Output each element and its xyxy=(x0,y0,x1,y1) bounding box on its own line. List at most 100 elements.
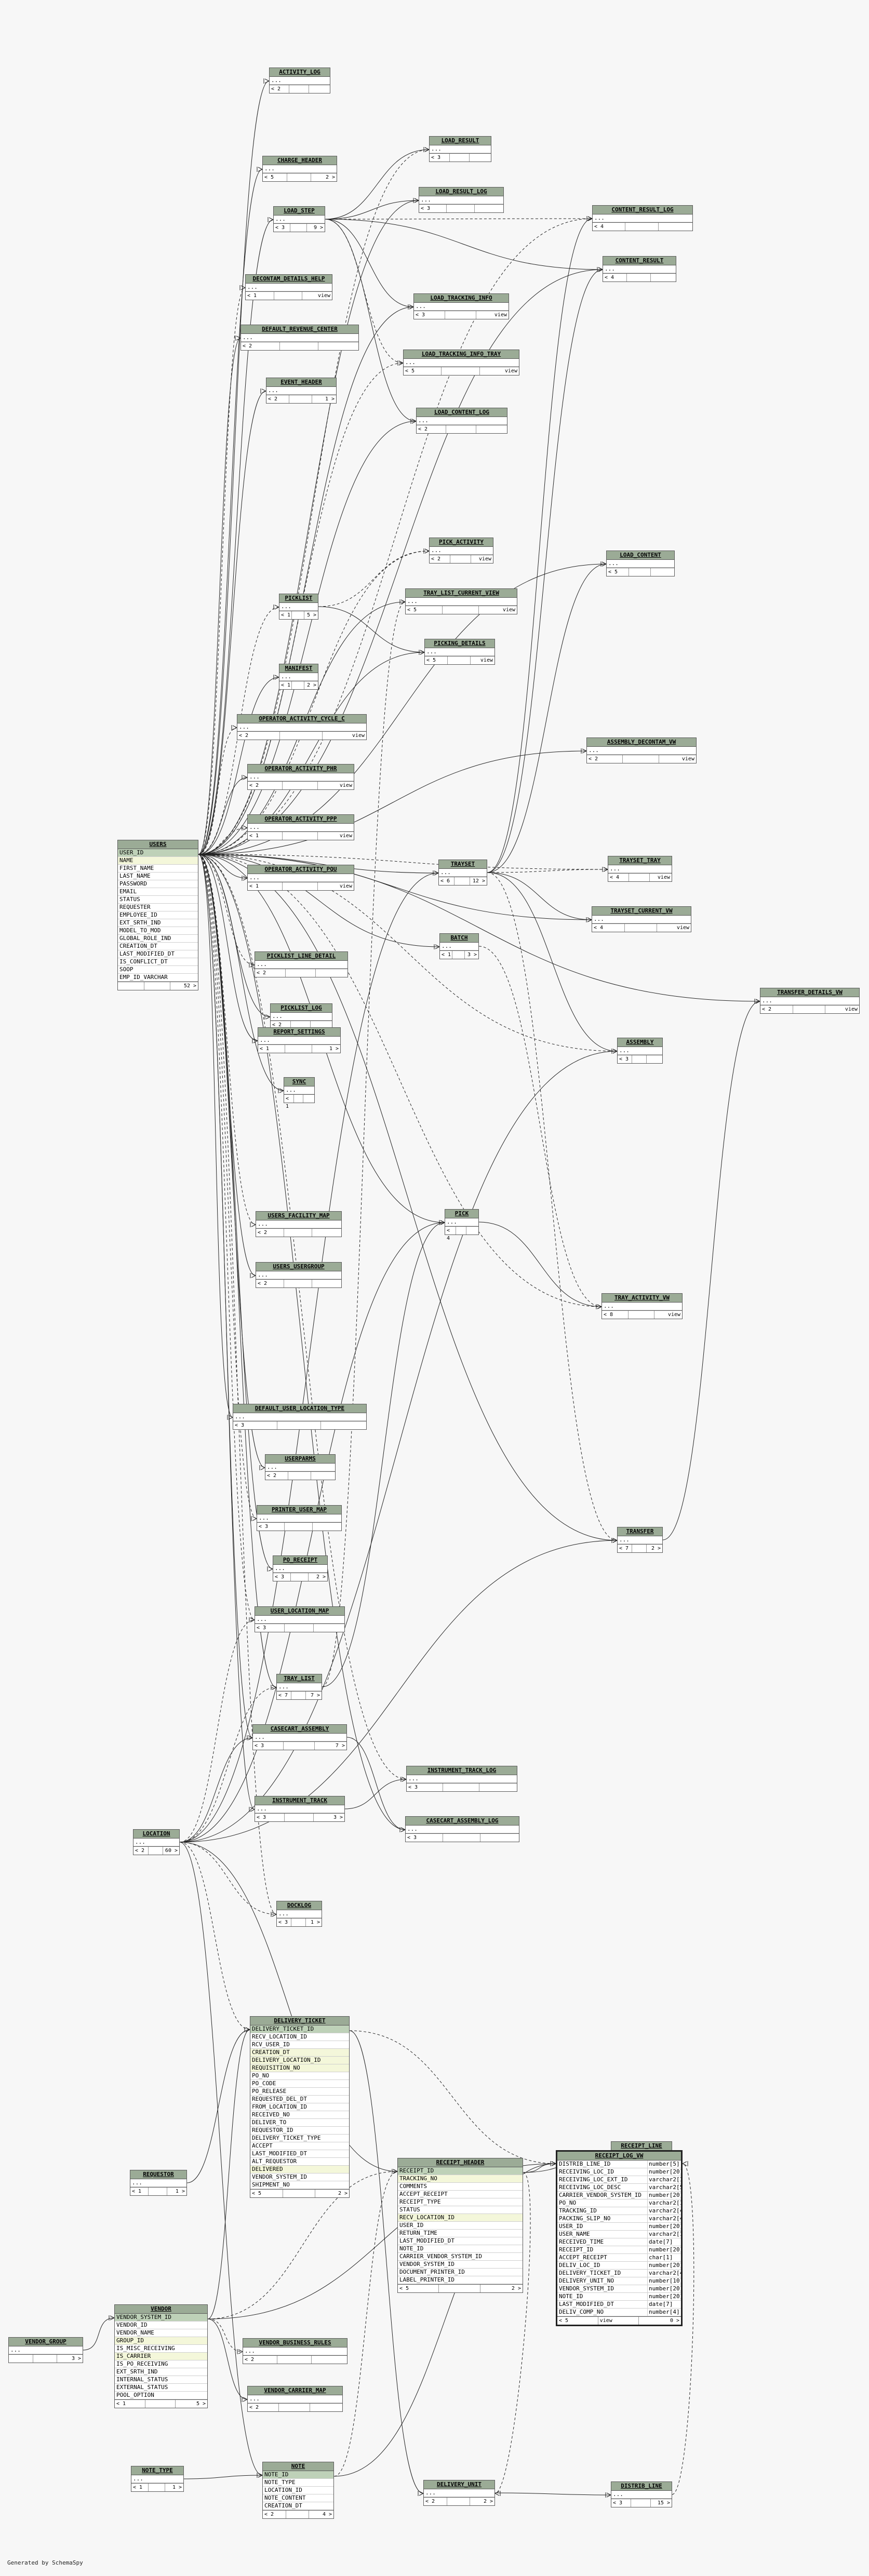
table-vendor-business-rules[interactable]: VENDOR_BUSINESS_RULES...< 2 xyxy=(243,2338,347,2364)
table-default-revenue-center[interactable]: DEFAULT_REVENUE_CENTER...< 2 xyxy=(240,325,359,351)
table-title: LOCATION xyxy=(133,1830,179,1839)
table-title: PICKLIST_LINE_DETAIL xyxy=(255,952,347,961)
table-title-text: TRAYSET xyxy=(450,861,475,867)
table-vendor-carrier-map[interactable]: VENDOR_CARRIER_MAP...< 2 xyxy=(247,2386,343,2412)
table-user-location-map[interactable]: USER_LOCATION_MAP...< 3 xyxy=(255,1606,345,1632)
table-default-user-location-type[interactable]: DEFAULT_USER_LOCATION_TYPE...< 3 xyxy=(233,1404,367,1430)
table-title-text: TRANSFER xyxy=(626,1528,654,1535)
table-kind xyxy=(447,2498,471,2505)
column-row: LOCATION_ID xyxy=(263,2487,333,2494)
collapsed-columns: ... xyxy=(256,1271,341,1279)
table-title-text: BATCH xyxy=(450,934,468,941)
parent-count: < 2 xyxy=(241,342,280,350)
table-casecart-assembly-log[interactable]: CASECART_ASSEMBLY_LOG...< 3 xyxy=(405,1816,519,1842)
table-activity-log[interactable]: ACTIVITY_LOG...< 2 xyxy=(269,68,330,93)
collapsed-columns: ... xyxy=(133,1839,179,1846)
collapsed-columns: ... xyxy=(419,196,503,204)
table-vendor-group[interactable]: VENDOR_GROUP...3 > xyxy=(8,2337,83,2363)
table-picklist-line-detail[interactable]: PICKLIST_LINE_DETAIL...< 2 xyxy=(255,951,348,977)
table-title-text: TRAY_ACTIVITY_VW xyxy=(614,1294,670,1301)
collapsed-columns: ... xyxy=(246,284,332,291)
column-row: DOCUMENT_PRINTER_ID xyxy=(398,2269,523,2276)
child-count xyxy=(651,274,676,281)
table-title: LOAD_CONTENT_LOG xyxy=(417,408,507,417)
child-count: view xyxy=(317,293,331,299)
table-assembly[interactable]: ASSEMBLY...< 3 xyxy=(617,1038,663,1064)
table-title: REPORT_SETTINGS xyxy=(258,1028,340,1037)
relationship-edge xyxy=(198,854,255,965)
collapsed-columns: ... xyxy=(593,214,692,222)
collapsed-columns: ... xyxy=(611,2491,672,2499)
table-content-result[interactable]: CONTENT_RESULT...< 4 xyxy=(603,256,676,282)
table-content-result-log[interactable]: CONTENT_RESULT_LOG...< 4 xyxy=(592,205,693,231)
table-users-usergroup[interactable]: USERS_USERGROUP...< 2 xyxy=(256,1262,342,1288)
relationship-edge xyxy=(198,218,593,855)
table-instrument-track-log[interactable]: INSTRUMENT_TRACK_LOG...< 3 xyxy=(406,1766,517,1792)
table-kind xyxy=(280,342,319,350)
column-row: MODEL_TO_MOD xyxy=(118,927,198,935)
table-sync[interactable]: SYNC...< 1 xyxy=(284,1077,315,1109)
table-title-text: DOCKLOG xyxy=(287,1902,312,1909)
table-title-text: DELIVERY_TICKET xyxy=(274,2017,326,2024)
table-load-result-log[interactable]: LOAD_RESULT_LOG...< 3 xyxy=(419,187,504,213)
table-load-content-log[interactable]: LOAD_CONTENT_LOG...< 2 xyxy=(416,408,507,434)
column-row: GLOBAL_ROLE_IND xyxy=(118,935,198,943)
table-kind xyxy=(454,877,470,885)
table-printer-user-map[interactable]: PRINTER_USER_MAP...< 3 xyxy=(257,1505,342,1531)
table-title-text: OPERATOR_ACTIVITY_PHR xyxy=(264,765,337,772)
table-title-text: PICKLIST xyxy=(285,595,313,601)
column-row: CARRIER_VENDOR_SYSTEM_ID xyxy=(398,2253,523,2261)
table-load-content[interactable]: LOAD_CONTENT...< 5 xyxy=(606,551,675,576)
table-picklist-log[interactable]: PICKLIST_LOG...< 2 xyxy=(270,1003,332,1029)
table-pick[interactable]: PICK...< 4 xyxy=(445,1209,479,1241)
table-userparms[interactable]: USERPARMS...< 2 xyxy=(265,1454,336,1480)
parent-count: < 3 xyxy=(419,205,447,212)
child-count xyxy=(312,1229,341,1237)
table-users-facility-map[interactable]: USERS_FACILITY_MAP...< 2 xyxy=(256,1211,342,1237)
table-title: LOAD_RESULT xyxy=(430,137,491,145)
table-load-result[interactable]: LOAD_RESULT...< 3 xyxy=(429,136,491,162)
